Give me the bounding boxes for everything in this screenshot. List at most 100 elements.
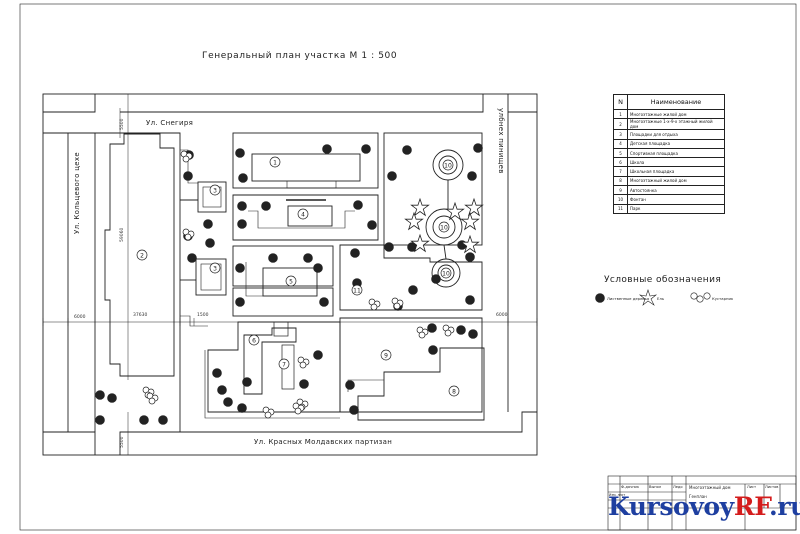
tree-icon [235,297,245,307]
building-number-marker [351,284,363,296]
building-number: 5 [289,279,293,286]
building-8 [357,347,485,421]
building-number-marker [442,159,454,171]
spruce-icon [410,197,430,217]
row-name: Многоэтажные жилой дом [627,108,725,120]
stamp-cell: Многоэтажный дом [689,485,731,490]
shrub-icon [442,324,455,337]
building-number-marker [209,262,221,274]
tree-icon [473,143,483,153]
building-number: 10 [442,271,450,278]
building-number-marker [297,208,309,220]
site-boundary [42,93,538,456]
table-header-name: Наименование [627,94,725,110]
watermark-accent: RF [733,492,770,521]
shrub-legend-icon [690,292,711,303]
shrub-icon [146,392,159,405]
shrub-icon [180,150,193,163]
stamp-cell: Изм. лист [609,493,626,497]
tree-icon [235,263,245,273]
spruce-icon [410,233,430,253]
building-number-marker [209,184,221,196]
row-name: Школьная площадка [627,166,725,177]
building-number: 1 [273,160,277,167]
tree-icon [237,403,247,413]
tree-icon [237,201,247,211]
tree-icon [387,171,397,181]
building-number: 6 [252,338,256,345]
row-name: Многоэтажный жилой дом [627,175,725,187]
tree-icon [261,201,271,211]
tree-icon [303,253,313,263]
shrub-icon [416,326,429,339]
spruce-icon [460,211,480,231]
row-number: 5 [613,147,628,159]
building-number-marker [448,385,460,397]
building-number-marker [248,334,260,346]
stamp-cell: Ф-дачник [621,485,640,489]
tree-icon [345,380,355,390]
tree-icon [367,220,377,230]
building-number-marker [440,267,452,279]
row-number: 4 [613,138,628,149]
tree-icon [205,238,215,248]
stamp-cell: Выпол [649,485,662,489]
building-number: 4 [301,212,305,219]
stamp-cell: Ледо [673,485,683,489]
building-2 [104,133,175,377]
shrub-icon [391,297,404,310]
building-6 [243,327,297,395]
tree-icon [431,274,441,284]
row-number: 8 [613,175,628,187]
building-number: 8 [452,389,456,396]
building-number: 3 [213,188,217,195]
conventions-title: Условные обозначения [604,275,722,285]
stamp-cell: Листов [765,485,779,489]
tree-legend-icon [595,293,605,303]
spruce-icon [460,234,480,254]
row-name: Парк [627,203,725,214]
row-name: Площадки для отдыха [627,129,725,140]
shrub-icon [297,356,310,369]
tree-icon [427,323,437,333]
building-number: 10 [444,163,452,170]
tree-icon [217,385,227,395]
shrub-icon [292,402,305,415]
tree-icon [203,219,213,229]
tree-icon [319,297,329,307]
tree-icon [187,253,197,263]
row-name: Школа [627,157,725,168]
tree-icon [237,219,247,229]
convention-label-spruce: Ель [657,296,665,301]
tree-icon [428,345,438,355]
tree-icon [95,415,105,425]
site-watermark[interactable]: KursovoyRF.ru [608,492,800,521]
shrub-icon [182,228,195,241]
row-number: 3 [613,129,628,140]
row-name: Детская площадка [627,138,725,149]
tree-icon [313,263,323,273]
row-name: Фонтан [627,194,725,205]
building-number: 3 [213,266,217,273]
spruce-icon [404,211,424,231]
tree-icon [350,248,360,258]
tree-icon [322,144,332,154]
tree-icon [349,405,359,415]
building-number: 7 [282,362,286,369]
tree-icon [139,415,149,425]
tree-icon [468,329,478,339]
legend-symbols [595,289,711,306]
stamp-cell: Генплан [689,494,707,499]
tree-icon [158,415,168,425]
row-number: 9 [613,185,628,196]
title-block [607,475,797,531]
row-number: 2 [613,118,628,131]
table-header-number: N [613,94,628,110]
street-bottom: Ул. Красных Молдавских партизан [254,438,393,446]
row-number: 7 [613,166,628,177]
